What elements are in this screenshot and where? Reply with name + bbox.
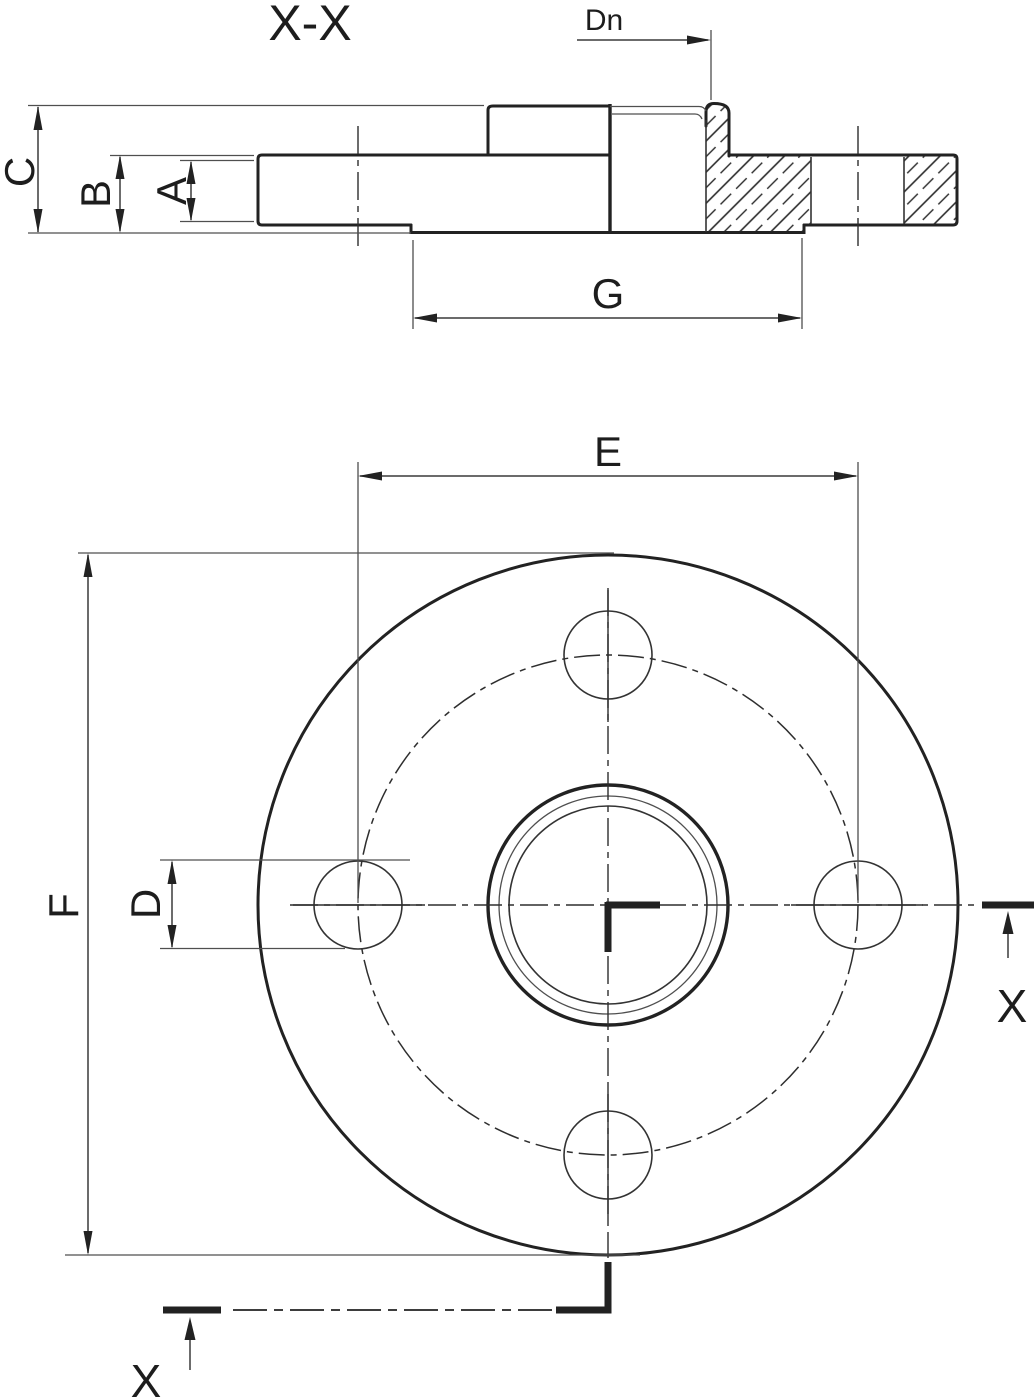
cut-corner-bottom — [556, 1262, 612, 1314]
dim-dn-label: Dn — [585, 4, 623, 37]
dim-dn-arrow-right — [687, 35, 711, 45]
section-marker-bottom-label: X — [131, 1355, 162, 1400]
dim-a-label: A — [148, 177, 195, 205]
dim-c: C — [0, 104, 484, 234]
dim-f-arrow-up — [83, 553, 93, 577]
dim-c-arrow-down — [33, 209, 43, 233]
dim-c-label: C — [0, 157, 43, 187]
dim-d-label: D — [122, 889, 169, 919]
dim-b-arrow-down — [115, 209, 125, 233]
dim-b-arrow-up — [115, 155, 125, 179]
dim-g-arrow-right — [778, 313, 802, 323]
section-view: X-X C — [0, 0, 959, 329]
hatch-plate-left-of-bolt — [729, 156, 811, 232]
front-view: X X E F — [40, 428, 1034, 1400]
dim-a-arrow-down — [186, 198, 196, 222]
dim-f-arrow-down — [83, 1231, 93, 1255]
dim-e-label: E — [594, 428, 622, 475]
section-marker-bottom: X — [131, 1317, 196, 1400]
dim-dn: Dn — [577, 4, 712, 100]
socket-rim-back-edge — [610, 105, 707, 112]
socket-thread-edge — [612, 113, 703, 120]
dim-a: A — [148, 159, 254, 223]
dim-f: F — [40, 552, 640, 1256]
section-title: X-X — [268, 0, 351, 51]
hatch-plate-right-of-bolt — [904, 156, 956, 224]
dim-d-arrow-up — [167, 860, 177, 884]
section-marker-right-label: X — [997, 980, 1028, 1032]
dim-d: D — [122, 859, 410, 950]
plate-left-outline — [256, 153, 612, 227]
dim-b: B — [72, 154, 254, 233]
dim-b-label: B — [72, 180, 119, 208]
dim-g: G — [412, 238, 803, 329]
dim-g-label: G — [592, 270, 625, 317]
dim-e-arrow-left — [358, 471, 382, 481]
dim-c-arrow-up — [33, 106, 43, 130]
section-marker-right: X — [997, 911, 1028, 1032]
dim-e-arrow-right — [834, 471, 858, 481]
socket-outer-outline — [486, 104, 612, 157]
dim-a-arrow-up — [186, 160, 196, 184]
dim-d-arrow-down — [167, 925, 177, 949]
section-arrow-right-head — [1002, 911, 1014, 934]
section-arrow-bottom-head — [184, 1317, 196, 1340]
dim-e: E — [357, 428, 859, 903]
raised-face-lip-outline — [409, 223, 806, 234]
socket-cut-wall-cap — [704, 101, 731, 158]
hatch-socket-wall — [706, 104, 729, 232]
plate-right-outline — [727, 153, 959, 227]
dim-f-label: F — [40, 893, 87, 919]
cutting-plane-trace — [163, 901, 1034, 1314]
dim-g-arrow-left — [413, 313, 437, 323]
